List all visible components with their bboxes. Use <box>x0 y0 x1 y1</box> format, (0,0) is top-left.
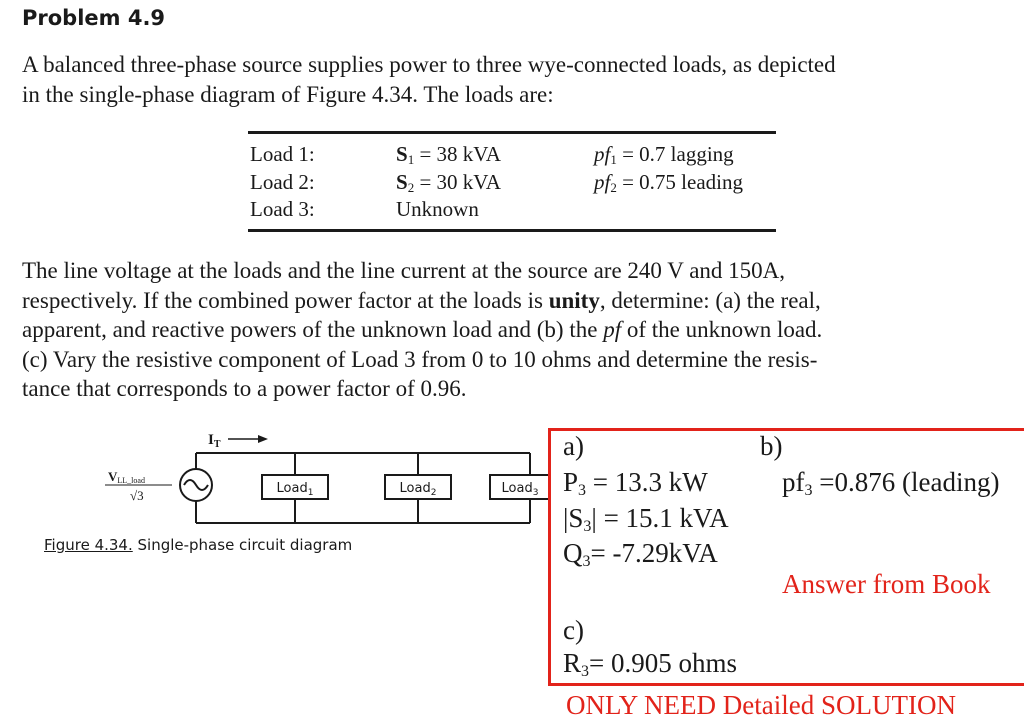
load1-text: Load1 <box>277 481 314 498</box>
load1-pf-symbol: pf <box>594 142 611 166</box>
current-label: IT <box>208 432 221 450</box>
answer-b-label: b) <box>760 431 783 461</box>
load2-box <box>384 474 452 500</box>
s3-value: | = 15.1 kVA <box>591 503 729 533</box>
r3-subscript: 3 <box>581 663 590 680</box>
load1-power-factor: pf1 = 0.7 lagging <box>594 142 734 168</box>
book-answer-note: Answer from Book <box>782 569 991 599</box>
figure-caption-number: Figure 4.34. <box>44 536 133 554</box>
pf3-value: =0.876 (leading) <box>812 467 1000 497</box>
pf3-subscript: 3 <box>804 482 813 499</box>
answer-box <box>548 428 1024 686</box>
s3-subscript: 3 <box>583 518 592 535</box>
voltage-numerator: VLL_load <box>108 469 145 485</box>
body-line-1: The line voltage at the loads and the li… <box>22 258 786 283</box>
voltage-denominator: √3 <box>130 488 144 503</box>
body-line-5: tance that corresponds to a power factor… <box>22 376 467 401</box>
load2-apparent-power: S2 = 30 kVA <box>396 170 501 196</box>
load1-box <box>261 474 329 500</box>
q3-value: = -7.29kVA <box>590 538 718 568</box>
sine-wave-icon <box>183 479 209 491</box>
s3-symbol: |S <box>563 503 584 533</box>
body-line-3-italic: pf <box>603 317 622 342</box>
solution-request-note: ONLY NEED Detailed SOLUTION <box>566 690 956 720</box>
load2-pf-subscript: 2 <box>610 180 617 195</box>
p3-value: = 13.3 kW <box>586 467 708 497</box>
current-arrow-icon <box>258 435 268 443</box>
load3-text: Load3 <box>502 481 539 498</box>
load1-apparent-power: S1 = 38 kVA <box>396 142 501 168</box>
r3-value: = 0.905 ohms <box>589 648 738 678</box>
load1-label: Load 1: <box>250 142 315 166</box>
q3-symbol: Q <box>563 538 583 568</box>
load1-s-value: = 38 kVA <box>414 142 501 166</box>
load2-text: Load2 <box>400 481 437 498</box>
q3-subscript: 3 <box>582 553 591 570</box>
load2-pf-value: = 0.75 leading <box>616 170 743 194</box>
body-line-4: (c) Vary the resistive component of Load… <box>22 347 818 372</box>
answer-p3: P3 = 13.3 kW <box>563 467 708 500</box>
load1-s-subscript: 1 <box>407 152 415 167</box>
load1-s-symbol: S <box>396 142 408 166</box>
intro-line-1: A balanced three-phase source supplies p… <box>22 52 836 77</box>
problem-heading: Problem 4.9 <box>22 6 166 30</box>
body-line-2: respectively. If the combined power fact… <box>22 286 821 316</box>
load3-label: Load 3: <box>250 197 315 221</box>
table-top-rule <box>248 131 776 134</box>
answer-c-label: c) <box>563 615 584 645</box>
figure-caption: Figure 4.34. Single-phase circuit diagra… <box>44 536 352 554</box>
answer-q3: Q3= -7.29kVA <box>563 538 718 571</box>
p3-symbol: P <box>563 467 579 497</box>
body-line-3-a: apparent, and reactive powers of the unk… <box>22 317 604 342</box>
load2-s-symbol: S <box>396 170 408 194</box>
load2-pf-symbol: pf <box>594 170 611 194</box>
p3-subscript: 3 <box>578 482 587 499</box>
pf3-symbol: pf <box>782 467 805 497</box>
body-line-3-b: of the unknown load. <box>621 317 823 342</box>
circuit-diagram: IT VLL_load √3 Load1 Load2 Load3 <box>105 432 551 524</box>
body-line-3: apparent, and reactive powers of the unk… <box>22 315 822 345</box>
answer-a-label: a) <box>563 431 584 461</box>
load2-s-value: = 30 kVA <box>414 170 501 194</box>
intro-line-2: in the single-phase diagram of Figure 4.… <box>22 82 554 107</box>
answer-r3: R3= 0.905 ohms <box>563 648 737 681</box>
body-line-2-a: respectively. If the combined power fact… <box>22 288 549 313</box>
load3-unknown: Unknown <box>396 197 479 221</box>
load2-label: Load 2: <box>250 170 315 194</box>
load1-pf-subscript: 1 <box>610 152 617 167</box>
load2-s-subscript: 2 <box>407 180 415 195</box>
answer-pf3: pf3 =0.876 (leading) <box>782 467 999 500</box>
body-line-2-b: , determine: (a) the real, <box>599 288 821 313</box>
load1-pf-value: = 0.7 lagging <box>616 142 734 166</box>
body-line-2-bold: unity <box>548 288 600 313</box>
load2-power-factor: pf2 = 0.75 leading <box>594 170 743 196</box>
ac-source-icon <box>179 468 213 502</box>
figure-caption-text: Single-phase circuit diagram <box>132 536 353 554</box>
r3-symbol: R <box>563 648 582 678</box>
table-bottom-rule <box>248 229 776 232</box>
answer-s3: |S3| = 15.1 kVA <box>563 503 729 536</box>
